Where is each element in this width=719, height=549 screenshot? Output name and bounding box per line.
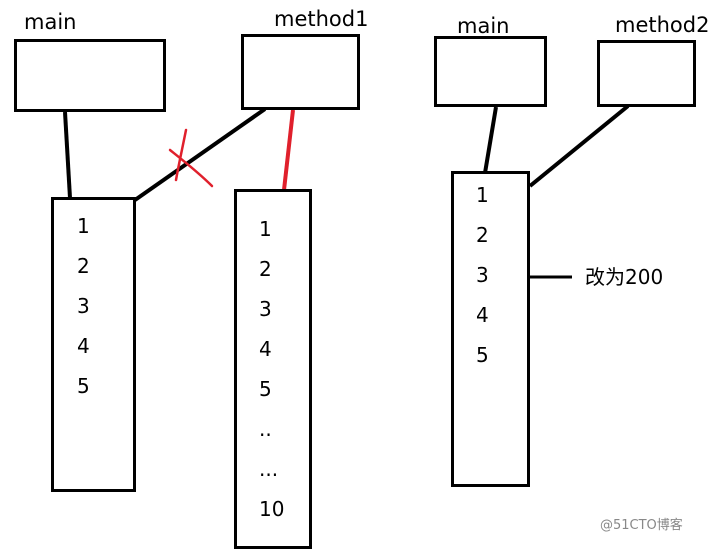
main-label-left: main — [24, 10, 77, 34]
array3-item: 3 — [476, 263, 489, 287]
array2-item: .. — [259, 417, 272, 441]
array2-item: 4 — [259, 337, 272, 361]
main-label-right: main — [457, 14, 510, 38]
main-frame-box-left — [14, 39, 166, 112]
array1-box — [51, 197, 136, 492]
array2-item: 1 — [259, 217, 272, 241]
array2-item: 2 — [259, 257, 272, 281]
watermark: @51CTO博客 — [600, 518, 683, 533]
array3-items-clip: 1 2 3 4 5 — [454, 174, 527, 365]
array1-item: 5 — [77, 374, 90, 398]
array2-item: 5 — [259, 377, 272, 401]
array3-item: 2 — [476, 223, 489, 247]
array1-item: 3 — [77, 294, 90, 318]
array3-item: 5 — [476, 343, 489, 367]
method1-to-array2-line — [282, 109, 295, 191]
array2-item: 3 — [259, 297, 272, 321]
array2-item: 10 — [259, 497, 285, 521]
method2-to-array3-line — [528, 104, 630, 188]
method2-frame-box — [597, 40, 696, 107]
main-frame-box-right — [434, 36, 547, 107]
array1-item: 1 — [77, 214, 90, 238]
array2-box — [234, 189, 312, 549]
cross-out-mark — [168, 128, 214, 188]
array3-item: 4 — [476, 303, 489, 327]
change-annotation: 改为200 — [585, 265, 664, 289]
method1-to-array1-line-crossed — [133, 107, 267, 202]
array3-item: 1 — [476, 183, 489, 207]
array1-item: 2 — [77, 254, 90, 278]
array1-item: 4 — [77, 334, 90, 358]
array2-items-clip: 1 2 3 4 5..... 10 — [237, 192, 309, 519]
array2-item: ... — [259, 457, 279, 481]
main-to-array1-line — [63, 111, 72, 199]
method1-frame-box — [241, 34, 360, 110]
array3-box — [451, 171, 530, 487]
method1-label: method1 — [274, 7, 369, 31]
main-to-array3-line — [483, 106, 498, 174]
method2-label: method2 — [615, 13, 710, 37]
